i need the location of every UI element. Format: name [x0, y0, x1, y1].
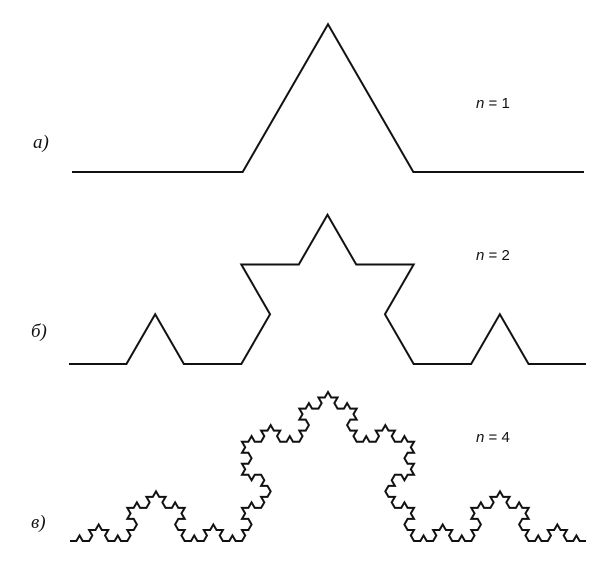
panel-c-label: в)	[31, 512, 46, 533]
panel-a-label: а)	[33, 132, 49, 153]
panel-b-order-eq: = 2	[484, 247, 509, 264]
koch-curve-order-4	[70, 390, 586, 542]
panel-c-order-var: n	[476, 429, 484, 446]
panel-c-order-label: n = 4	[476, 429, 510, 446]
panel-a-order-eq: = 1	[484, 95, 509, 112]
panel-c: в) n = 4	[31, 390, 586, 542]
panel-c-order-eq: = 4	[484, 429, 509, 446]
panel-b: б) n = 2	[31, 212, 586, 365]
panel-b-order-label: n = 2	[476, 247, 510, 264]
panel-a-order-var: n	[476, 95, 484, 112]
panel-a-order-label: n = 1	[476, 95, 510, 112]
panel-b-label: б)	[31, 321, 47, 342]
koch-curve-order-1	[72, 22, 584, 173]
panel-b-order-var: n	[476, 247, 484, 264]
panel-a: а) n = 1	[33, 22, 584, 173]
koch-curve-order-2	[69, 212, 586, 365]
